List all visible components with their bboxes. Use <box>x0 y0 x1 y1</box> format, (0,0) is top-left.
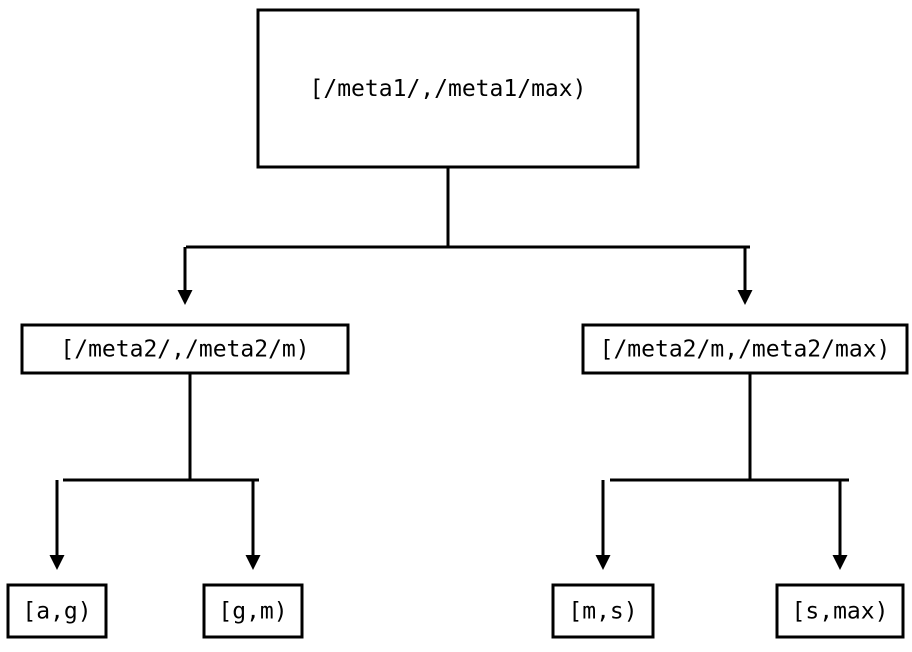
tree-node-leaf-ag[interactable]: [a,g) <box>6 583 108 639</box>
node-box[interactable] <box>775 583 905 639</box>
tree-node-mid-right[interactable]: [/meta2/m,/meta2/max) <box>581 323 909 375</box>
node-label: [m,s) <box>568 599 637 625</box>
tree-node-leaf-ms[interactable]: [m,s) <box>551 583 655 639</box>
arrow-down-icon <box>49 555 65 570</box>
node-box[interactable] <box>581 323 909 375</box>
connector-group-mid-left <box>63 373 259 482</box>
node-label: [g,m) <box>218 599 287 625</box>
node-box[interactable] <box>256 8 640 169</box>
arrow-down-icon <box>177 290 193 305</box>
node-box[interactable] <box>551 583 655 639</box>
edge-root-to-mid-right <box>737 247 753 305</box>
nodes-layer: [/meta1/,/meta1/max) [/meta2/,/meta2/m) [/… <box>6 8 909 639</box>
node-label: [/meta2/m,/meta2/max) <box>600 337 891 363</box>
tree-node-mid-left[interactable]: [/meta2/,/meta2/m) <box>20 323 350 375</box>
connector-group-mid-right <box>610 373 849 482</box>
node-label: [/meta2/,/meta2/m) <box>60 337 309 363</box>
edge-mid-left-to-leaf-ag <box>49 480 65 570</box>
node-box[interactable] <box>6 583 108 639</box>
node-label: [a,g) <box>22 599 91 625</box>
edge-mid-right-to-leaf-smax <box>832 480 848 570</box>
edge-root-to-mid-left <box>177 247 193 305</box>
tree-node-leaf-smax[interactable]: [s,max) <box>775 583 905 639</box>
edge-mid-left-to-leaf-gm <box>245 480 261 570</box>
node-label: [s,max) <box>792 599 889 625</box>
arrow-down-icon <box>245 555 261 570</box>
node-box[interactable] <box>202 583 304 639</box>
tree-node-leaf-gm[interactable]: [g,m) <box>202 583 304 639</box>
arrow-down-icon <box>595 555 611 570</box>
edge-mid-right-to-leaf-ms <box>595 480 611 570</box>
node-label: [/meta1/,/meta1/max) <box>310 76 587 102</box>
arrow-down-icon <box>832 555 848 570</box>
connector-group-root <box>186 167 750 249</box>
arrow-down-icon <box>737 290 753 305</box>
node-box[interactable] <box>20 323 350 375</box>
tree-node-root[interactable]: [/meta1/,/meta1/max) <box>256 8 640 169</box>
connectors-layer <box>49 167 849 570</box>
